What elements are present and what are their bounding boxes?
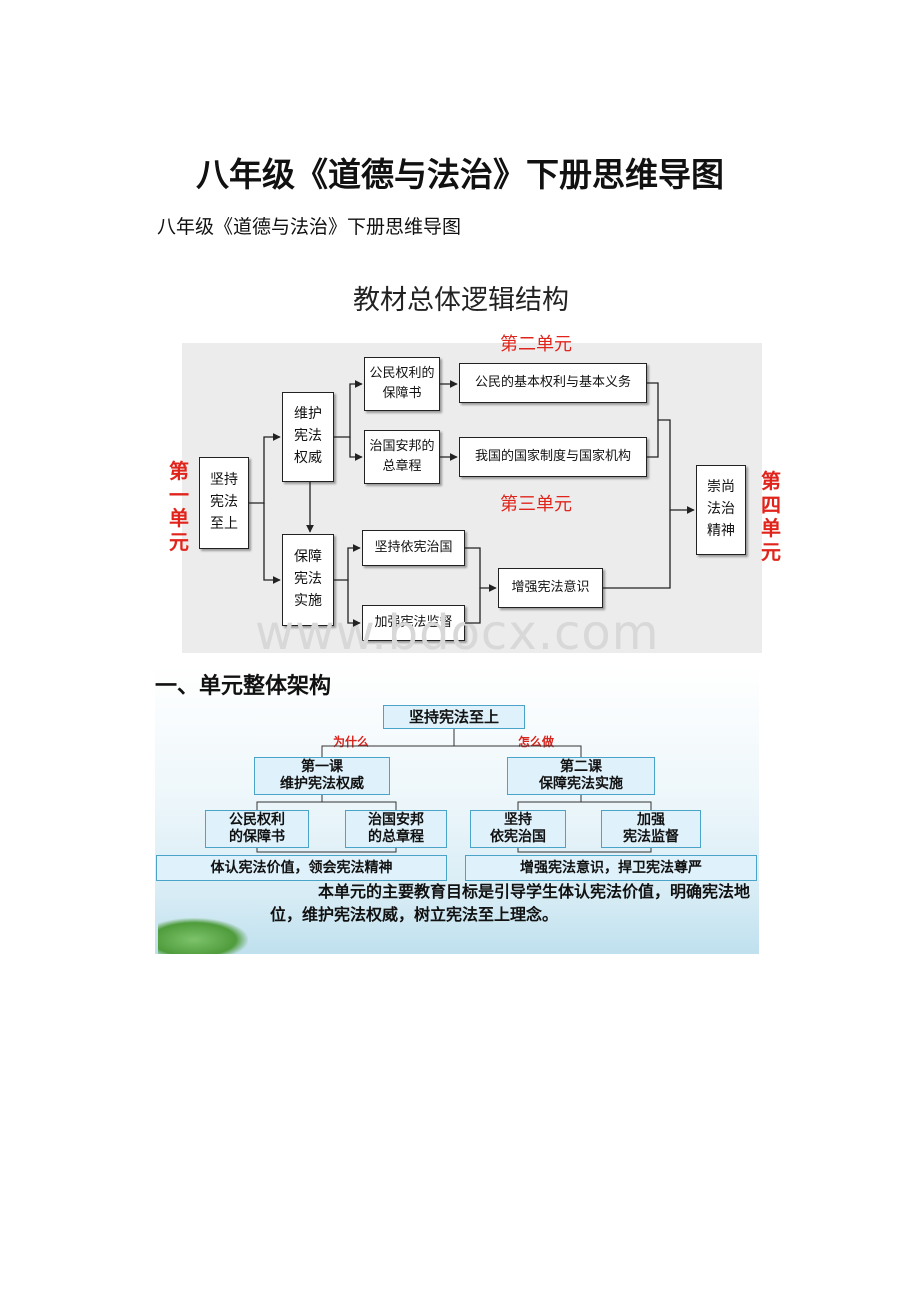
node-system: 我国的国家制度与国家机构 — [459, 437, 647, 477]
leaf2-box: 治国安邦的总章程 — [345, 810, 447, 848]
node-adhere-rule: 坚持依宪治国 — [362, 530, 465, 566]
figure2-heading: 一、单元整体架构 — [155, 674, 332, 699]
node-rights-book: 公民权利的保障书 — [364, 357, 440, 411]
figure1-title: 教材总体逻辑结构 — [353, 285, 569, 316]
leaf-decoration — [158, 918, 248, 954]
watermark: www.bdocx.com — [255, 605, 660, 661]
unit2-label: 第二单元 — [500, 334, 572, 355]
node-root: 坚持宪法至上 — [199, 457, 249, 549]
leaf4-box: 加强宪法监督 — [601, 810, 701, 848]
unit3-label: 第三单元 — [500, 494, 572, 515]
leaf1-box: 公民权利的保障书 — [205, 810, 309, 848]
summary1-box: 体认宪法价值，领会宪法精神 — [156, 855, 447, 881]
lesson2-box: 第二课保障宪法实施 — [507, 757, 655, 795]
node-awareness: 增强宪法意识 — [498, 568, 603, 608]
page-subtitle: 八年级《道德与法治》下册思维导图 — [157, 216, 462, 238]
summary2-box: 增强宪法意识，捍卫宪法尊严 — [465, 855, 757, 881]
node-spirit: 崇尚法治精神 — [696, 465, 746, 555]
leaf3-box: 坚持依宪治国 — [470, 810, 566, 848]
node-supervision: 加强宪法监督 — [362, 605, 465, 641]
node-governance: 治国安邦的总章程 — [364, 430, 440, 484]
lesson1-box: 第一课维护宪法权威 — [254, 757, 390, 795]
node-safeguard: 维护宪法权威 — [282, 392, 334, 482]
page-title: 八年级《道德与法治》下册思维导图 — [196, 155, 724, 194]
chart-root: 坚持宪法至上 — [383, 705, 525, 729]
node-rights-duties: 公民的基本权利与基本义务 — [459, 363, 647, 403]
unit1-label: 第一单元 — [169, 459, 189, 554]
unit4-label: 第四单元 — [761, 469, 781, 564]
unit-goal-text: 本单元的主要教育目标是引导学生体认宪法价值，明确宪法地位，维护宪法权威，树立宪法… — [270, 882, 751, 925]
node-implement: 保障宪法实施 — [282, 534, 334, 626]
